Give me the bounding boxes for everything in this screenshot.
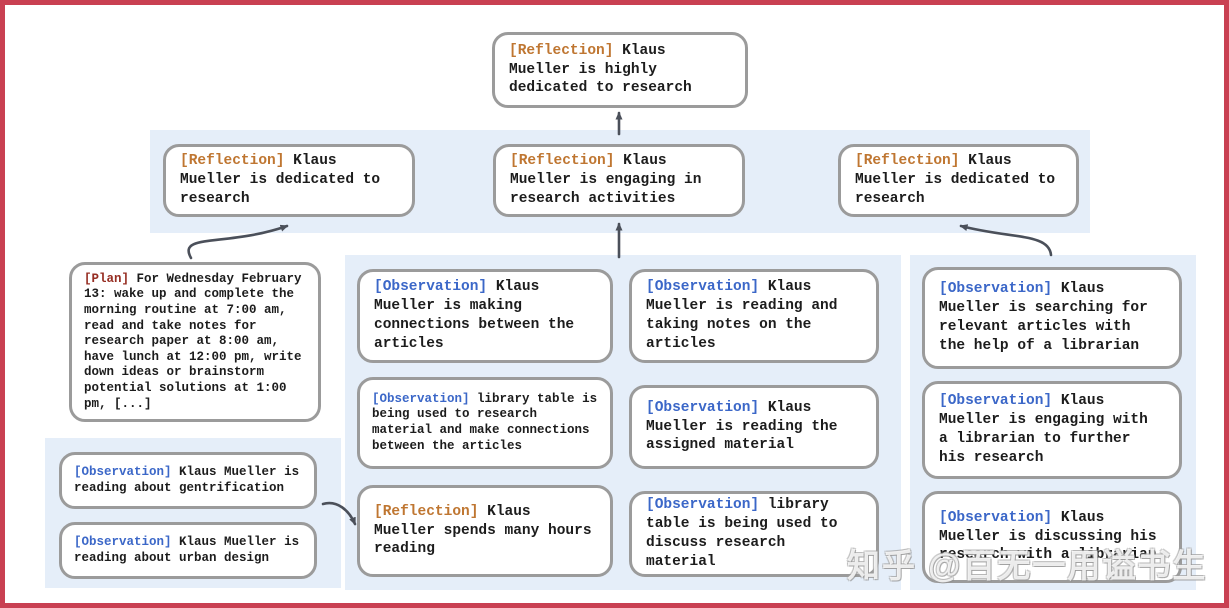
node-observation-gentrification: [Observation] Klaus Mueller is reading a… (59, 452, 317, 509)
node-text: Klaus Mueller is searching for relevant … (939, 281, 1148, 354)
observation-tag: [Observation] (939, 509, 1053, 526)
plan-tag: [Plan] (84, 271, 130, 286)
node-observation-searching-articles: [Observation] Klaus Mueller is searching… (922, 267, 1182, 369)
node-text: Klaus Mueller is dedicated to research (180, 153, 381, 207)
node-observation-assigned-material: [Observation] Klaus Mueller is reading t… (629, 385, 879, 469)
node-text: Klaus Mueller is discussing his research… (939, 509, 1157, 564)
node-text: For Wednesday February 13: wake up and c… (84, 271, 302, 411)
node-observation-urban-design: [Observation] Klaus Mueller is reading a… (59, 522, 317, 579)
node-plan: [Plan] For Wednesday February 13: wake u… (69, 262, 321, 422)
node-observation-making-connections: [Observation] Klaus Mueller is making co… (357, 269, 613, 363)
node-text: Klaus Mueller spends many hours reading (374, 503, 592, 558)
reflection-tag: [Reflection] (509, 42, 614, 59)
observation-tag: [Observation] (939, 393, 1053, 410)
node-text: Klaus Mueller is reading the assigned ma… (646, 399, 838, 454)
node-reflection-1: [Reflection] Klaus Mueller is dedicated … (163, 144, 415, 217)
observation-tag: [Observation] (372, 391, 470, 406)
node-text: Klaus Mueller is reading and taking note… (646, 279, 838, 352)
node-text: Klaus Mueller is engaging with a librari… (939, 393, 1148, 466)
reflection-tag: [Reflection] (180, 153, 285, 170)
node-text: Klaus Mueller is making connections betw… (374, 279, 575, 352)
node-reflection-hours-reading: [Reflection] Klaus Mueller spends many h… (357, 485, 613, 577)
node-text: library table is being used to discuss r… (646, 497, 838, 570)
node-observation-taking-notes: [Observation] Klaus Mueller is reading a… (629, 269, 879, 363)
observation-tag: [Observation] (939, 281, 1053, 298)
observation-tag: [Observation] (74, 464, 172, 479)
node-text: Klaus Mueller is dedicated to research (855, 153, 1056, 207)
node-text: Klaus Mueller is reading about urban des… (74, 534, 300, 565)
reflection-tag: [Reflection] (374, 503, 479, 520)
node-observation-discussing-research: [Observation] Klaus Mueller is discussin… (922, 491, 1182, 583)
node-reflection-3: [Reflection] Klaus Mueller is dedicated … (838, 144, 1079, 217)
observation-tag: [Observation] (374, 279, 488, 296)
observation-tag: [Observation] (646, 399, 760, 416)
observation-tag: [Observation] (646, 497, 760, 514)
node-text: library table is being used to research … (372, 391, 598, 453)
node-root-reflection: [Reflection] Klaus Mueller is highly ded… (492, 32, 748, 108)
observation-tag: [Observation] (74, 534, 172, 549)
node-text: Klaus Mueller is reading about gentrific… (74, 464, 300, 495)
node-text: Klaus Mueller is engaging in research ac… (510, 153, 702, 207)
node-reflection-2: [Reflection] Klaus Mueller is engaging i… (493, 144, 745, 217)
reflection-tag: [Reflection] (510, 153, 615, 170)
watermark: 知乎 @百无一用谥书生 (847, 547, 1208, 584)
node-observation-library-table-research: [Observation] library table is being use… (357, 377, 613, 469)
reflection-tag: [Reflection] (855, 153, 960, 170)
observation-tag: [Observation] (646, 279, 760, 296)
node-observation-library-table-discuss: [Observation] library table is being use… (629, 491, 879, 577)
node-observation-engaging-librarian: [Observation] Klaus Mueller is engaging … (922, 381, 1182, 479)
node-text: Klaus Mueller is highly dedicated to res… (509, 42, 692, 97)
